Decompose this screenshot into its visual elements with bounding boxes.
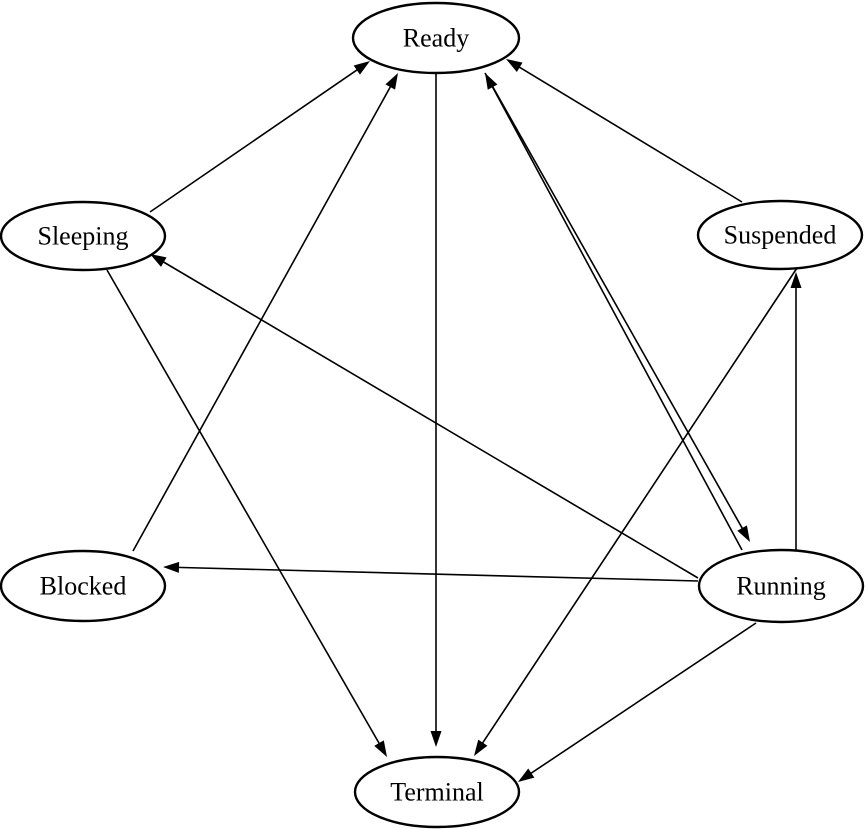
edge-line [161, 260, 699, 579]
edge-line [490, 84, 743, 551]
edge-line [106, 269, 381, 746]
edge-running-to-sleeping [150, 254, 699, 579]
edge-running-to-ready [485, 73, 743, 551]
node-terminal-shape [353, 755, 521, 829]
node-running-label: Running [736, 572, 826, 601]
edges-layer [106, 59, 802, 782]
arrowhead-icon [353, 61, 370, 75]
node-ready: Ready [351, 1, 521, 75]
edge-line [149, 68, 359, 213]
arrowhead-icon [518, 768, 535, 782]
node-ready-shape [351, 1, 521, 75]
arrowhead-icon [430, 731, 442, 747]
edge-line [481, 267, 798, 745]
edge-line [176, 566, 699, 582]
arrowhead-icon [385, 73, 398, 90]
node-suspended: Suspended [696, 199, 864, 271]
node-suspended-shape [696, 199, 864, 271]
node-terminal-label: Terminal [390, 778, 483, 807]
node-blocked-shape [0, 549, 167, 623]
edge-running-to-blocked [163, 561, 699, 582]
arrowhead-icon [150, 254, 167, 267]
node-sleeping-shape [0, 200, 167, 272]
node-blocked: Blocked [0, 549, 167, 623]
edge-blocked-to-ready [132, 73, 398, 552]
edge-suspended-to-terminal [474, 267, 798, 756]
edge-running-to-terminal [518, 622, 757, 782]
node-suspended-label: Suspended [724, 221, 837, 250]
node-sleeping: Sleeping [0, 200, 167, 272]
node-running-shape [697, 548, 865, 624]
edge-sleeping-to-ready [149, 61, 370, 213]
arrowhead-icon [737, 525, 750, 542]
arrowhead-icon [374, 740, 387, 757]
edge-running-to-suspended [790, 272, 802, 550]
edge-line [132, 84, 392, 552]
edge-ready-to-terminal [430, 73, 442, 747]
edge-sleeping-to-terminal [106, 269, 387, 757]
arrowhead-icon [506, 59, 523, 72]
node-blocked-label: Blocked [40, 572, 127, 601]
edge-ready-to-running [484, 72, 750, 542]
edge-line [517, 65, 743, 203]
node-terminal: Terminal [353, 755, 521, 829]
arrowhead-icon [790, 272, 802, 288]
edge-suspended-to-ready [506, 59, 743, 203]
node-ready-label: Ready [403, 24, 469, 53]
node-running: Running [697, 548, 865, 624]
edge-line [484, 72, 744, 531]
edge-line [529, 622, 757, 775]
node-sleeping-label: Sleeping [38, 222, 129, 251]
arrowhead-icon [163, 561, 180, 573]
arrowhead-icon [474, 739, 488, 756]
